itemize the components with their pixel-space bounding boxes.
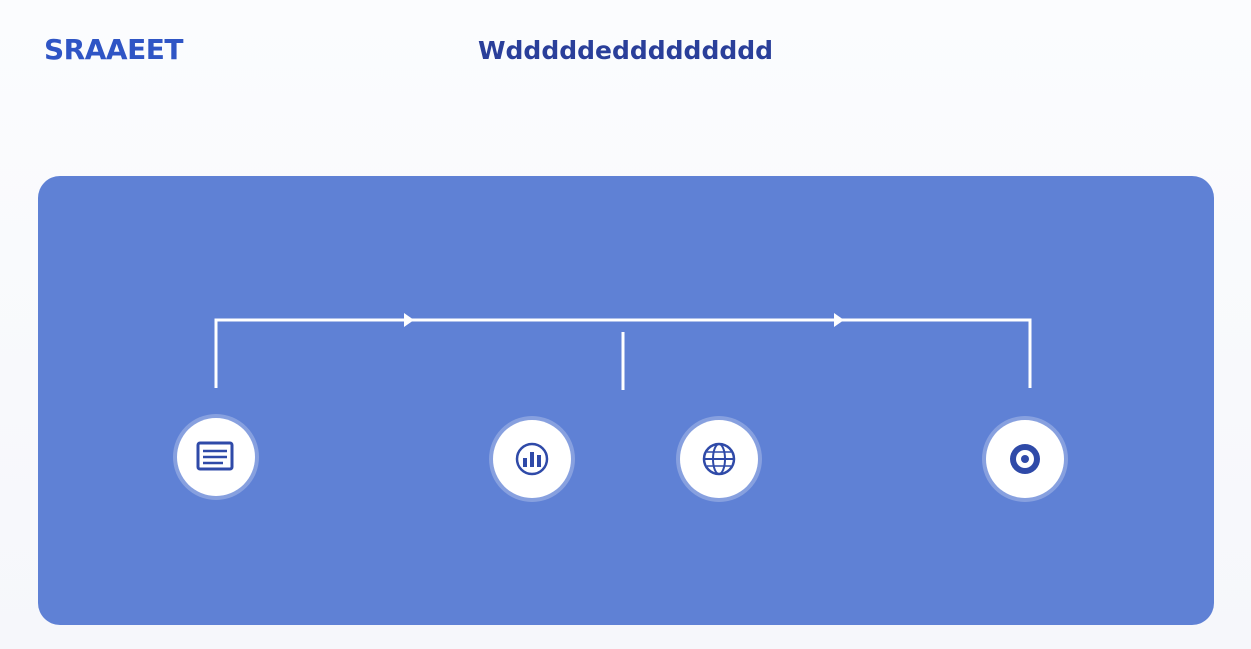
node-3[interactable] xyxy=(680,420,758,498)
page-title: Wdddddeddddddddd xyxy=(477,36,774,65)
arrow-right-marker-1 xyxy=(404,313,414,327)
chart-icon xyxy=(515,442,549,476)
node-2[interactable] xyxy=(493,420,571,498)
target-icon xyxy=(1010,444,1040,474)
document-icon xyxy=(196,441,234,471)
top-connector-line xyxy=(214,318,1032,388)
node-4[interactable] xyxy=(986,420,1064,498)
node-1[interactable] xyxy=(177,418,255,496)
diagram-connectors xyxy=(214,313,1032,390)
diagram-panel xyxy=(38,176,1214,625)
brand-logo[interactable]: SRAAEET xyxy=(44,33,183,66)
arrow-right-marker-2 xyxy=(834,313,844,327)
globe-icon xyxy=(702,442,736,476)
